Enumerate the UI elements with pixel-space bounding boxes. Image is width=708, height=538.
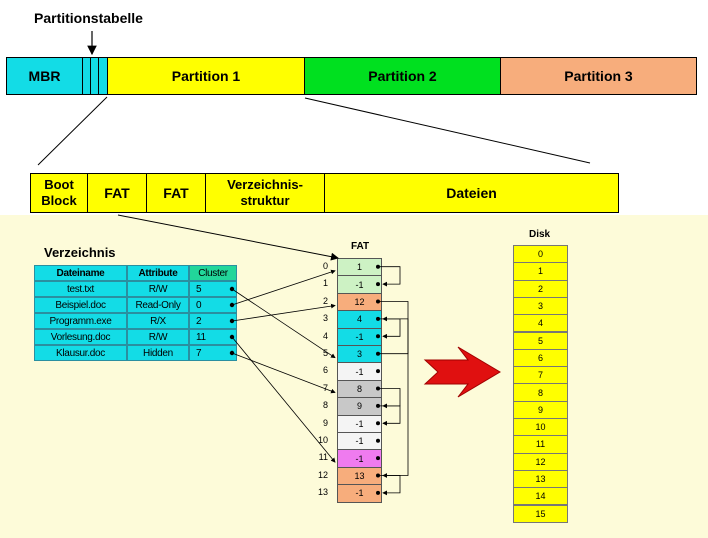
fat-chain-line bbox=[378, 316, 409, 355]
disk-title: Disk bbox=[529, 229, 551, 240]
fat-chain-line bbox=[378, 266, 401, 287]
partition-2: Partition 2 bbox=[304, 57, 501, 95]
fat-chain-links bbox=[376, 264, 409, 496]
fat-index: 10 bbox=[317, 435, 328, 445]
fat-block-to-table-line bbox=[117, 214, 339, 261]
fat-entry: 13 bbox=[337, 466, 382, 486]
directory-cell-cluster: 5 bbox=[189, 281, 237, 297]
directory-cell-name: test.txt bbox=[34, 281, 127, 297]
disk-block: 15 bbox=[513, 504, 568, 523]
directory-cell-attr: R/W bbox=[127, 281, 189, 297]
fat-dot bbox=[376, 456, 380, 461]
directory-structure-block: Verzeichnis- struktur bbox=[205, 173, 325, 213]
fat-block-2: FAT bbox=[146, 173, 206, 213]
fat-entry: -1 bbox=[337, 327, 382, 346]
fat-index: 6 bbox=[322, 365, 328, 376]
directory-cell-attr: R/X bbox=[127, 313, 189, 329]
expand-line-right bbox=[304, 97, 591, 164]
fat-index: 7 bbox=[322, 382, 328, 393]
fat-dot bbox=[376, 282, 380, 287]
directory-link-line bbox=[231, 269, 336, 306]
fat-entry: 9 bbox=[337, 397, 382, 416]
directory-cell-attr: R/W bbox=[127, 329, 189, 345]
fat-index: 0 bbox=[322, 261, 328, 271]
fat-entry: 4 bbox=[337, 310, 382, 329]
directory-cell-cluster: 7 bbox=[189, 345, 237, 361]
files-block: Dateien bbox=[324, 173, 619, 213]
fat-dot bbox=[376, 490, 380, 495]
fat-index: 9 bbox=[322, 417, 328, 428]
red-arrow-icon bbox=[423, 346, 501, 398]
fat-chain-line bbox=[378, 388, 401, 409]
fat-index: 3 bbox=[322, 313, 328, 324]
directory-cell-name: Vorlesung.doc bbox=[34, 329, 127, 345]
fat-chain-line bbox=[378, 318, 401, 339]
directory-cell-cluster: 2 bbox=[189, 313, 237, 329]
directory-cell-cluster: 0 bbox=[189, 297, 237, 313]
fat-index: 12 bbox=[317, 469, 328, 480]
directory-cell-name: Programm.exe bbox=[34, 313, 127, 329]
directory-structure-line-1: Verzeichnis- bbox=[227, 177, 303, 192]
directory-cell-name: Beispiel.doc bbox=[34, 297, 127, 313]
directory-cell-attr: Read-Only bbox=[127, 297, 189, 313]
directory-structure-line-2: struktur bbox=[240, 193, 290, 208]
fat-index: 4 bbox=[322, 330, 328, 341]
fat-index: 8 bbox=[322, 400, 328, 411]
expand-line-left bbox=[37, 96, 108, 166]
directory-link-line bbox=[231, 336, 336, 463]
directory-link-line bbox=[231, 288, 336, 359]
directory-cell-name: Klausur.doc bbox=[34, 345, 127, 361]
directory-link-line bbox=[231, 352, 336, 394]
directory-cell-attr: Hidden bbox=[127, 345, 189, 361]
fat-index: 13 bbox=[317, 487, 328, 498]
fat-dot bbox=[376, 421, 380, 426]
fat-title: FAT bbox=[351, 241, 370, 252]
boot-block-line-1: Boot bbox=[44, 177, 74, 192]
boot-block-line-2: Block bbox=[41, 193, 77, 208]
fat-chain-line bbox=[378, 405, 401, 426]
fat-entry: -1 bbox=[337, 484, 382, 503]
directory-header-filename: Dateiname bbox=[34, 265, 127, 281]
fat-index: 2 bbox=[322, 295, 328, 306]
directory-header-attribute: Attribute bbox=[127, 265, 189, 281]
fat-index: 11 bbox=[318, 452, 328, 463]
partition-3: Partition 3 bbox=[500, 57, 697, 95]
fat-dot bbox=[376, 369, 380, 374]
directory-link-line bbox=[231, 303, 336, 322]
directory-title: Verzeichnis bbox=[44, 245, 116, 260]
fat-index: 1 bbox=[322, 278, 328, 289]
fat-index: 5 bbox=[322, 348, 328, 358]
directory-to-fat-links bbox=[229, 269, 336, 463]
fat-dot bbox=[376, 334, 380, 339]
directory-header-cluster: Cluster bbox=[189, 265, 237, 281]
fat-dot bbox=[376, 438, 380, 443]
fat-block-1: FAT bbox=[87, 173, 147, 213]
fat-chain-line bbox=[378, 475, 401, 496]
partition-table-label: Partitionstabelle bbox=[34, 10, 143, 26]
boot-block: Boot Block bbox=[30, 173, 88, 213]
partition-1: Partition 1 bbox=[107, 57, 305, 95]
directory-cell-cluster: 11 bbox=[189, 329, 237, 345]
